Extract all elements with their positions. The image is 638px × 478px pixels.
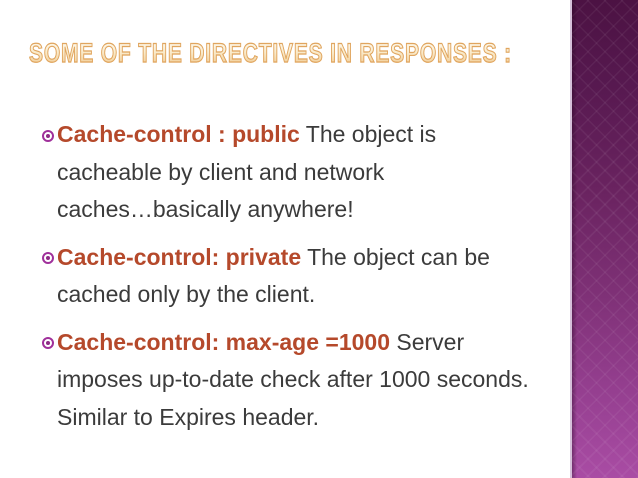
target-circle-bullet-icon: [42, 252, 54, 264]
bullet-dot-icon: [46, 133, 50, 138]
bullet-dot-icon: [46, 256, 50, 260]
bullet-line: cacheable by client and network: [57, 158, 385, 185]
directive-keyword: Cache-control : public: [57, 121, 300, 147]
bullet-text: Server: [390, 328, 465, 355]
bullet-line: caches…basically anywhere!: [57, 196, 354, 222]
bullet-item-public: Cache-control : public The object is cac…: [42, 116, 554, 229]
target-circle-bullet-icon: [42, 337, 54, 349]
bullet-item-max-age: Cache-control: max-age =1000 Server impo…: [42, 324, 554, 437]
bullet-line: Similar to Expires header.: [57, 403, 320, 430]
bullet-line: cached only by the client.: [57, 281, 316, 307]
slide-title: SOME OF THE DIRECTIVES IN RESPONSES :: [29, 37, 575, 69]
directive-keyword: Cache-control: max-age =1000: [57, 328, 390, 355]
bullet-line: imposes up-to-date check after 1000 seco…: [57, 366, 529, 392]
bullet-text: The object can be: [301, 243, 490, 270]
bullet-line: Cache-control : public The object is: [57, 116, 554, 154]
bullet-line: Cache-control: private The object can be: [57, 239, 554, 277]
bullet-dot-icon: [46, 341, 50, 345]
directive-keyword: Cache-control: private: [57, 243, 302, 270]
bullet-line: Cache-control: max-age =1000 Server: [57, 324, 554, 362]
bullet-text: The object is: [299, 121, 437, 147]
decorative-sidebar: [570, 0, 638, 478]
bullet-list: Cache-control : public The object is cac…: [42, 116, 554, 446]
bullet-item-private: Cache-control: private The object can be…: [42, 239, 554, 314]
target-circle-bullet-icon: [42, 129, 54, 142]
